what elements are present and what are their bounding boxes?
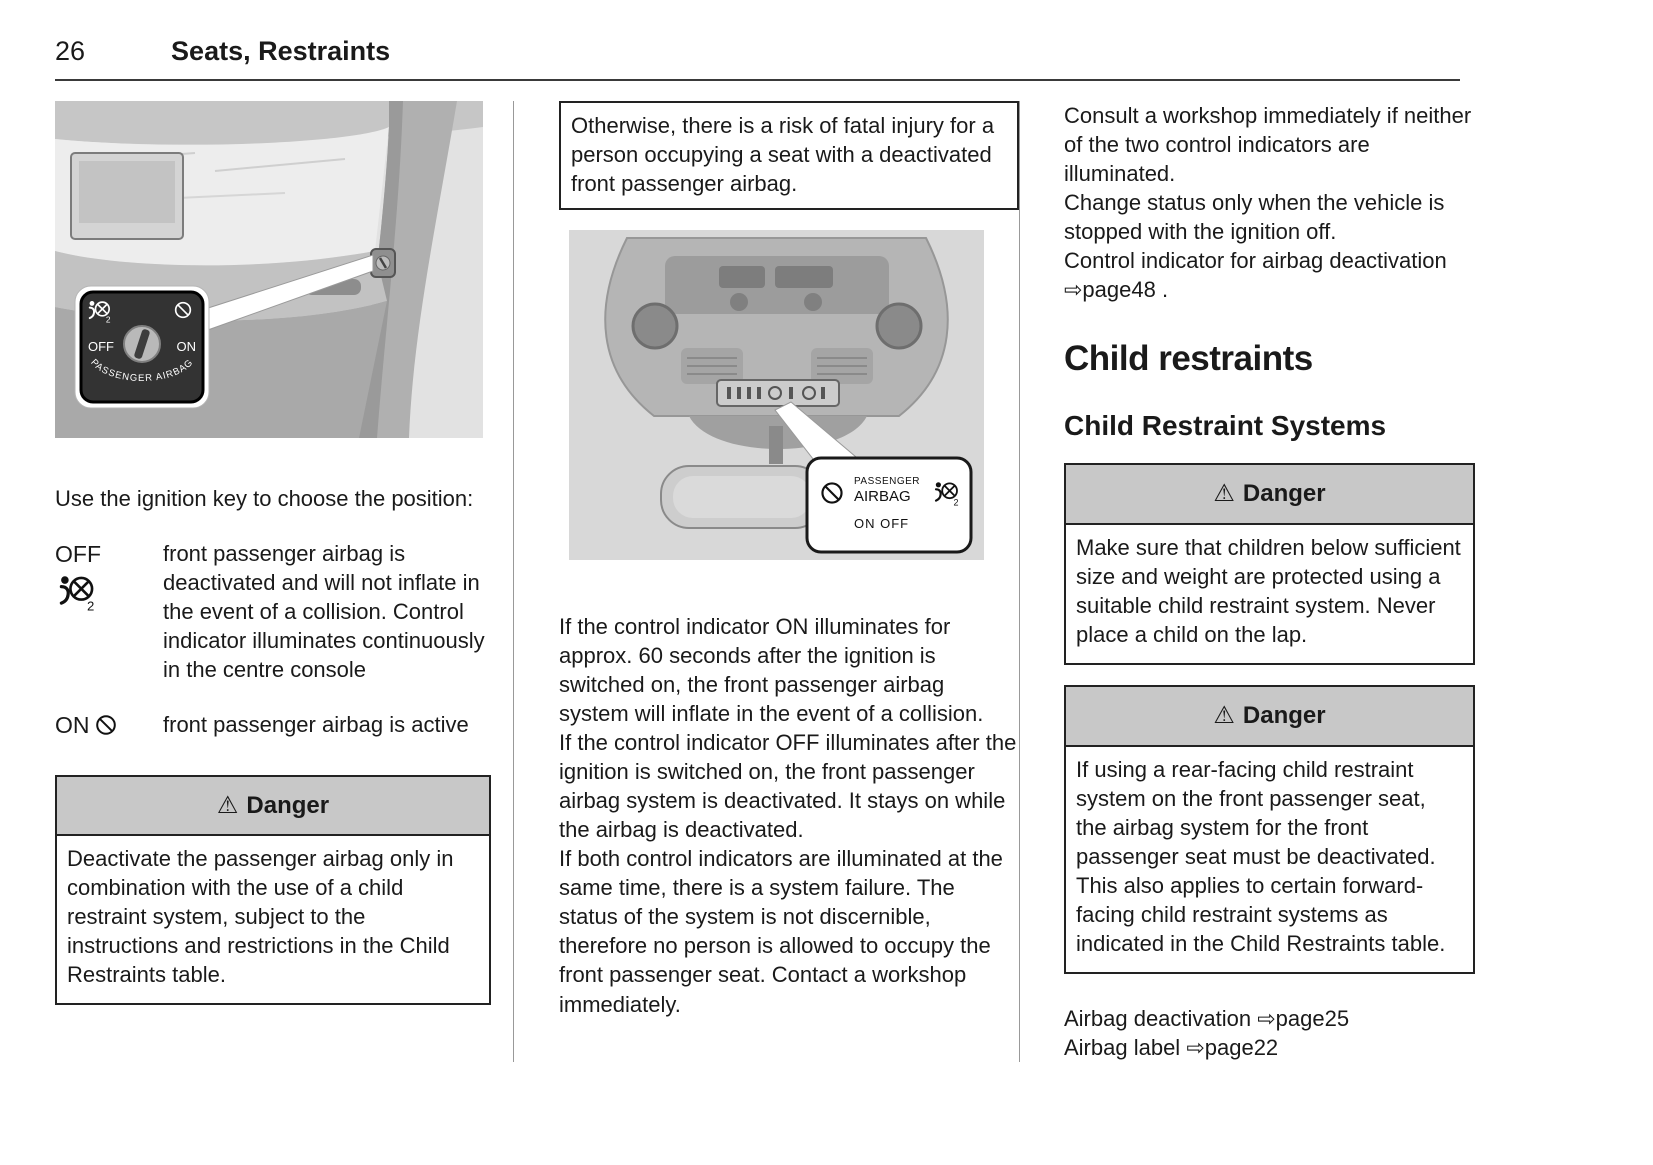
- passenger-airbag-label-callout: PASSENGER AIRBAG ON OFF: [805, 456, 973, 554]
- mirror-stem: [769, 426, 783, 465]
- danger-body: Make sure that children below sufficient…: [1076, 535, 1461, 648]
- circle-slash-icon: [94, 713, 118, 737]
- page-number: 26: [55, 36, 86, 66]
- position-row-off: OFF front passenger airbag is deactivate…: [55, 539, 491, 684]
- right-reading-light: [875, 302, 923, 350]
- airbag-indicator-strip: [716, 379, 840, 408]
- control-indicator-tail: .: [1155, 277, 1169, 303]
- danger-header: ⚠Danger: [57, 776, 489, 837]
- airbag-switch-on-dash: [370, 248, 396, 278]
- heading-child-restraints: Child restraints: [1064, 339, 1313, 379]
- switch-on-label: ON: [177, 339, 197, 354]
- danger-box-child-size: ⚠Danger Make sure that children below su…: [1064, 463, 1475, 666]
- danger-title: Danger: [1242, 702, 1326, 730]
- control-indicator-text: Control indicator for airbag deactivatio…: [1064, 248, 1447, 274]
- paragraph-control-indicator: Control indicator for airbag deactivatio…: [1064, 246, 1475, 304]
- column-2: Otherwise, there is a risk of fatal inju…: [513, 101, 1019, 1063]
- airbag-switch-callout: OFF ON PASSENGER AIRBAG: [74, 285, 210, 409]
- danger-title: Danger: [1242, 480, 1326, 508]
- position-row-on: ON front passenger airbag is active: [55, 710, 491, 740]
- cross-references: Airbag deactivation ⇨page25 Airbag label…: [1064, 1004, 1475, 1062]
- label-airbag: AIRBAG: [854, 488, 911, 505]
- paragraph-indicator-off: If the control indicator OFF illuminates…: [559, 730, 1017, 843]
- left-reading-light: [631, 302, 679, 350]
- page-title: Seats, Restraints: [171, 36, 391, 66]
- page-header: 26 Seats, Restraints: [55, 36, 1460, 81]
- danger-box-deactivation: ⚠Danger Deactivate the passenger airbag …: [55, 774, 491, 1006]
- warning-note-box: Otherwise, there is a risk of fatal inju…: [559, 101, 1019, 211]
- label-passenger: PASSENGER: [854, 476, 920, 487]
- danger-body: If using a rear-facing child restraint s…: [1076, 756, 1446, 957]
- ref-text: Airbag deactivation: [1064, 1006, 1258, 1032]
- airbag-deactivated-icon: [55, 573, 97, 611]
- subheading-child-restraint-systems: Child Restraint Systems: [1064, 410, 1387, 442]
- label-on-off: ON OFF: [854, 516, 909, 531]
- page25-reference[interactable]: ⇨page25: [1257, 1006, 1350, 1032]
- page48-reference[interactable]: ⇨page48: [1064, 277, 1156, 303]
- position-term-off: OFF: [55, 539, 163, 684]
- ref-airbag-deactivation: Airbag deactivation ⇨page25: [1064, 1004, 1475, 1033]
- warning-icon: ⚠: [216, 791, 239, 819]
- paragraph-system-failure: If both control indicators are illuminat…: [559, 846, 1003, 1017]
- position-term-on: ON: [55, 710, 163, 740]
- on-term-label: ON: [55, 712, 90, 739]
- column-3: Consult a workshop immediately if neithe…: [1019, 101, 1475, 1063]
- page22-reference[interactable]: ⇨page22: [1186, 1035, 1279, 1061]
- dashboard-airbag-switch-illustration: OFF ON PASSENGER AIRBAG: [55, 101, 483, 438]
- overhead-console-illustration: PASSENGER AIRBAG ON OFF: [569, 230, 984, 561]
- off-term-label: OFF: [55, 541, 101, 568]
- paragraph-change-status: Change status only when the vehicle is s…: [1064, 190, 1445, 245]
- warning-icon: ⚠: [1213, 702, 1235, 730]
- danger-title: Danger: [246, 791, 330, 819]
- intro-text: Use the ignition key to choose the posit…: [55, 486, 474, 511]
- danger-body: Deactivate the passenger airbag only in …: [67, 846, 454, 988]
- ref-text: Airbag label: [1064, 1035, 1187, 1061]
- switch-off-label: OFF: [88, 339, 114, 354]
- danger-header: ⚠Danger: [1066, 687, 1473, 747]
- paragraph-indicator-on: If the control indicator ON illuminates …: [559, 614, 984, 727]
- ref-airbag-label: Airbag label ⇨page22: [1064, 1033, 1475, 1062]
- danger-box-rear-facing: ⚠Danger If using a rear-facing child res…: [1064, 685, 1475, 975]
- content-columns: OFF ON PASSENGER AIRBAG Use the ignition…: [55, 101, 1475, 1063]
- danger-header: ⚠Danger: [1066, 465, 1473, 526]
- warning-icon: ⚠: [1213, 480, 1235, 508]
- column-1: OFF ON PASSENGER AIRBAG Use the ignition…: [55, 101, 491, 1062]
- position-desc-on: front passenger airbag is active: [163, 712, 469, 738]
- paragraph-consult-workshop: Consult a workshop immediately if neithe…: [1064, 103, 1472, 187]
- column-2-body: If the control indicator ON illuminates …: [559, 612, 1019, 1018]
- position-desc-off: front passenger airbag is deactivated an…: [163, 541, 485, 683]
